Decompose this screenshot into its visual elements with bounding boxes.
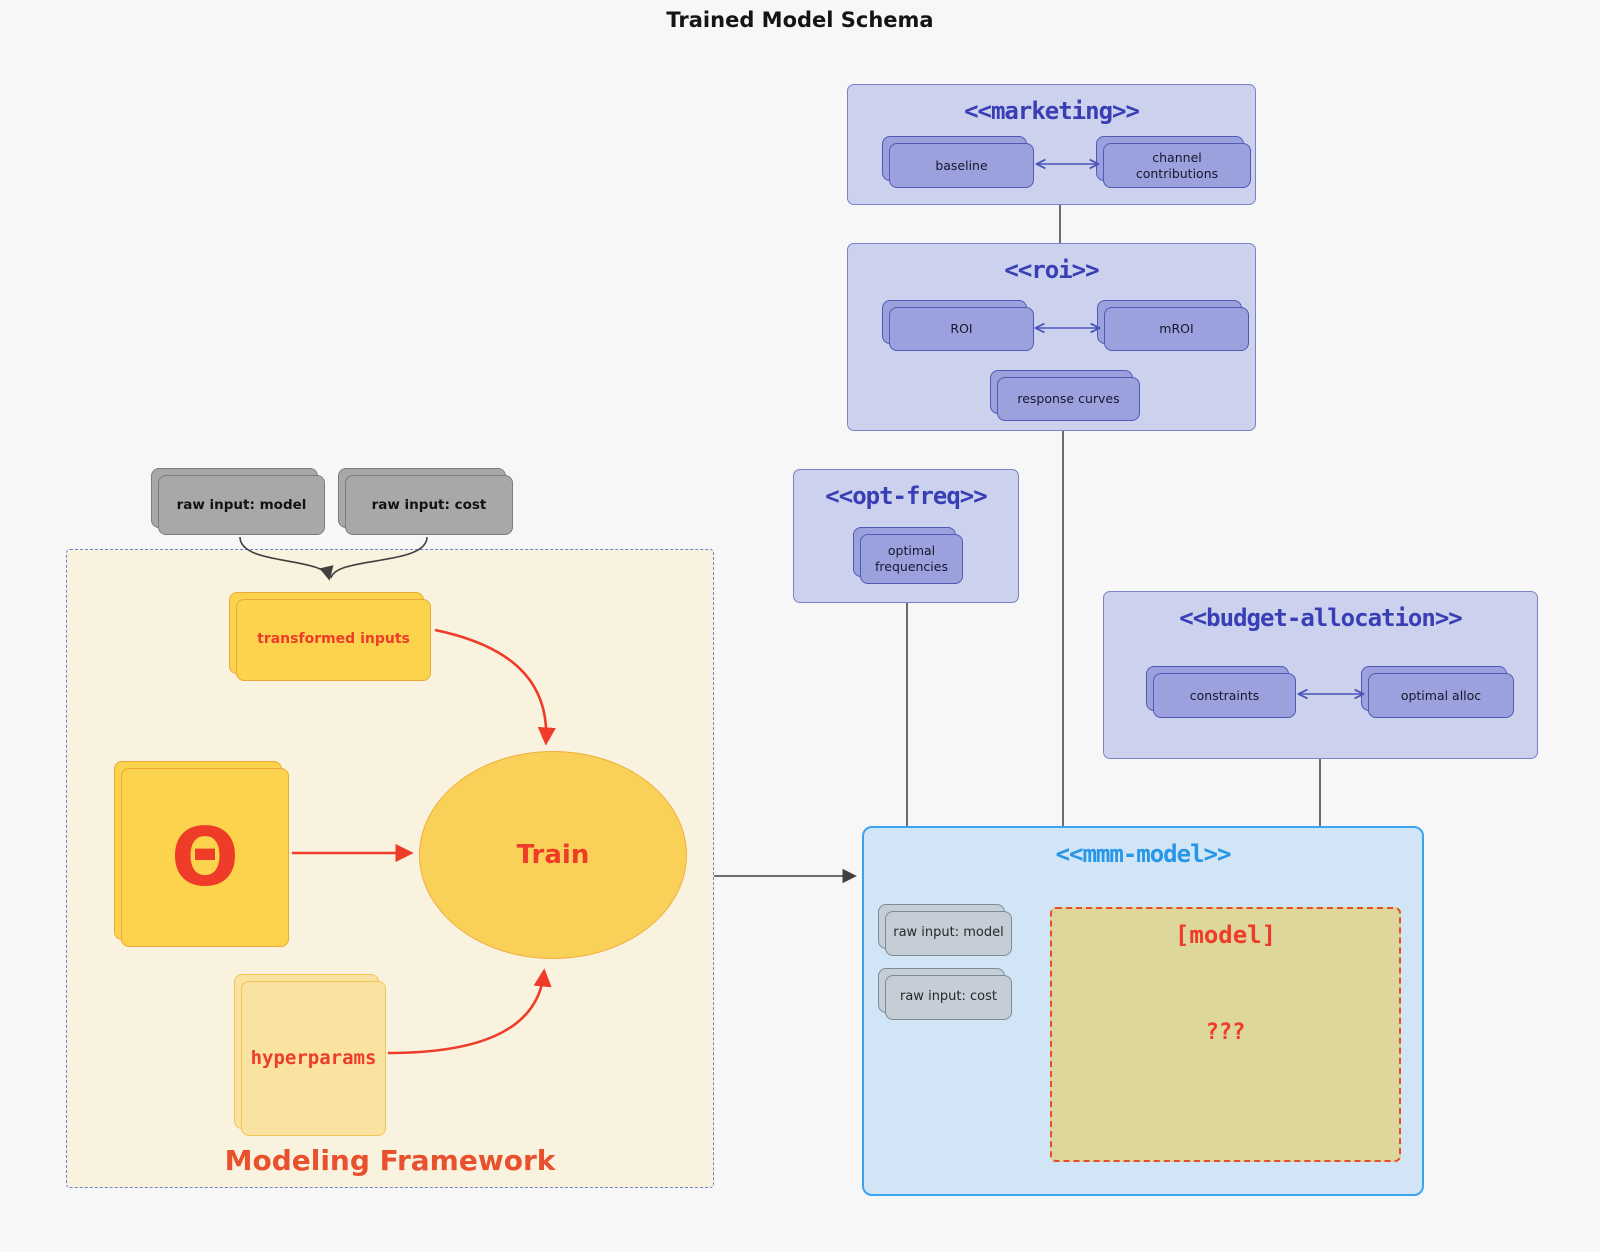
node-raw-input-cost: raw input: cost xyxy=(338,468,513,535)
node-hyperparams: hyperparams xyxy=(234,974,386,1136)
node-raw-input-model: raw input: model xyxy=(151,468,325,535)
cluster-opt-freq: <<opt-freq>> optimal frequencies xyxy=(793,469,1019,603)
node-mmm-raw-input-model: raw input: model xyxy=(878,904,1012,956)
node-theta: Θ xyxy=(114,761,289,947)
node-mroi: mROI xyxy=(1097,300,1249,351)
node-transformed-inputs: transformed inputs xyxy=(229,592,431,681)
model-unknown-label: ??? xyxy=(1205,1019,1246,1045)
theta-symbol: Θ xyxy=(170,810,239,904)
node-model-placeholder-box: [model] ??? xyxy=(1050,907,1401,1162)
node-channel-contributions: channel contributions xyxy=(1096,136,1251,188)
cluster-modeling-framework: transformed inputs Θ Train hyperparams M… xyxy=(66,549,714,1188)
node-response-curves: response curves xyxy=(990,370,1140,421)
node-baseline: baseline xyxy=(882,136,1034,188)
cluster-budget-allocation-title: <<budget-allocation>> xyxy=(1179,604,1462,632)
cluster-mmm-model-title: <<mmm-model>> xyxy=(1055,840,1232,868)
page-title: Trained Model Schema xyxy=(666,8,934,32)
node-mmm-raw-input-cost: raw input: cost xyxy=(878,968,1012,1020)
cluster-roi-title: <<roi>> xyxy=(1004,256,1099,284)
model-placeholder-label: [model] xyxy=(1174,921,1277,949)
node-roi: ROI xyxy=(882,300,1034,351)
cluster-roi: <<roi>> ROI mROI response curves xyxy=(847,243,1256,431)
node-optimal-alloc: optimal alloc xyxy=(1361,666,1514,718)
node-optimal-frequencies: optimal frequencies xyxy=(853,527,963,584)
modeling-framework-label: Modeling Framework xyxy=(224,1144,556,1177)
cluster-opt-freq-title: <<opt-freq>> xyxy=(825,482,987,510)
cluster-marketing-title: <<marketing>> xyxy=(964,97,1140,125)
node-train: Train xyxy=(419,751,687,959)
cluster-marketing: <<marketing>> baseline channel contribut… xyxy=(847,84,1256,205)
node-constraints: constraints xyxy=(1146,666,1296,718)
cluster-budget-allocation: <<budget-allocation>> constraints optima… xyxy=(1103,591,1538,759)
cluster-mmm-model: <<mmm-model>> raw input: model raw input… xyxy=(862,826,1424,1196)
